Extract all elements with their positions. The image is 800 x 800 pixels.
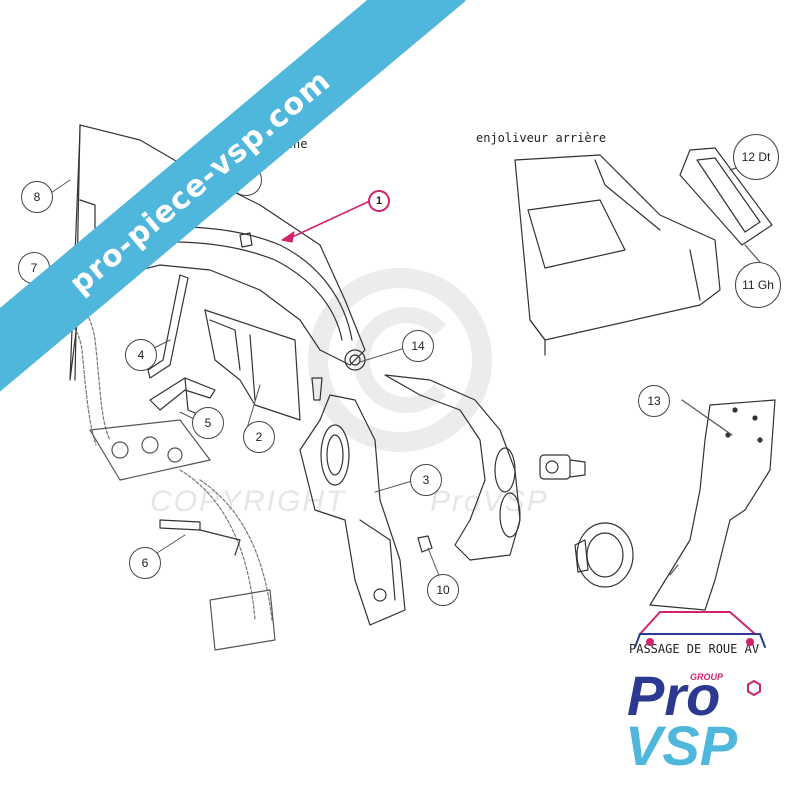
bracket-6 — [159, 519, 201, 531]
bracket-5 — [149, 377, 216, 411]
lamp-bulb — [539, 454, 586, 480]
callout-8: 8 — [21, 181, 53, 213]
bolt-14 — [311, 377, 323, 401]
callout-10: 10 — [427, 574, 459, 606]
car-outline-icon — [634, 611, 766, 648]
callout-4: 4 — [125, 339, 157, 371]
callout-3: 3 — [410, 464, 442, 496]
logo-vsp: VSP — [625, 714, 738, 777]
mount-plate — [89, 419, 276, 651]
bracket-4 — [147, 274, 189, 379]
inner-shield — [204, 309, 301, 421]
clip-10 — [417, 535, 433, 553]
copyright-watermark: COPYRIGHT — [150, 485, 347, 518]
callout-6: 6 — [129, 547, 161, 579]
inner-panel-3 — [299, 394, 406, 626]
headlight-bucket — [384, 374, 521, 561]
wheel-arch-label: PASSAGE DE ROUE AV — [629, 642, 760, 656]
callout-13: 13 — [638, 385, 670, 417]
rear-trim — [514, 154, 721, 356]
wheel-arch-template — [649, 399, 776, 611]
headlamp-unit — [574, 522, 634, 588]
callout-12: 12 Dt — [733, 134, 779, 180]
callout-2: 2 — [243, 421, 275, 453]
callout-14: 14 — [402, 330, 434, 362]
rear-trim-label: enjoliveur arrière — [476, 131, 607, 145]
callout-5: 5 — [192, 407, 224, 439]
trim-strip — [679, 147, 773, 246]
callout-1: 1 — [368, 190, 390, 212]
brand-watermark: ProVSP — [430, 485, 549, 518]
hexagon-bolt-icon — [747, 680, 761, 696]
hose-pipe — [9, 291, 273, 621]
callout-11: 11 Gh — [735, 262, 781, 308]
logo-group-text: GROUP — [690, 672, 724, 682]
logo-pro: Pro — [627, 664, 721, 727]
